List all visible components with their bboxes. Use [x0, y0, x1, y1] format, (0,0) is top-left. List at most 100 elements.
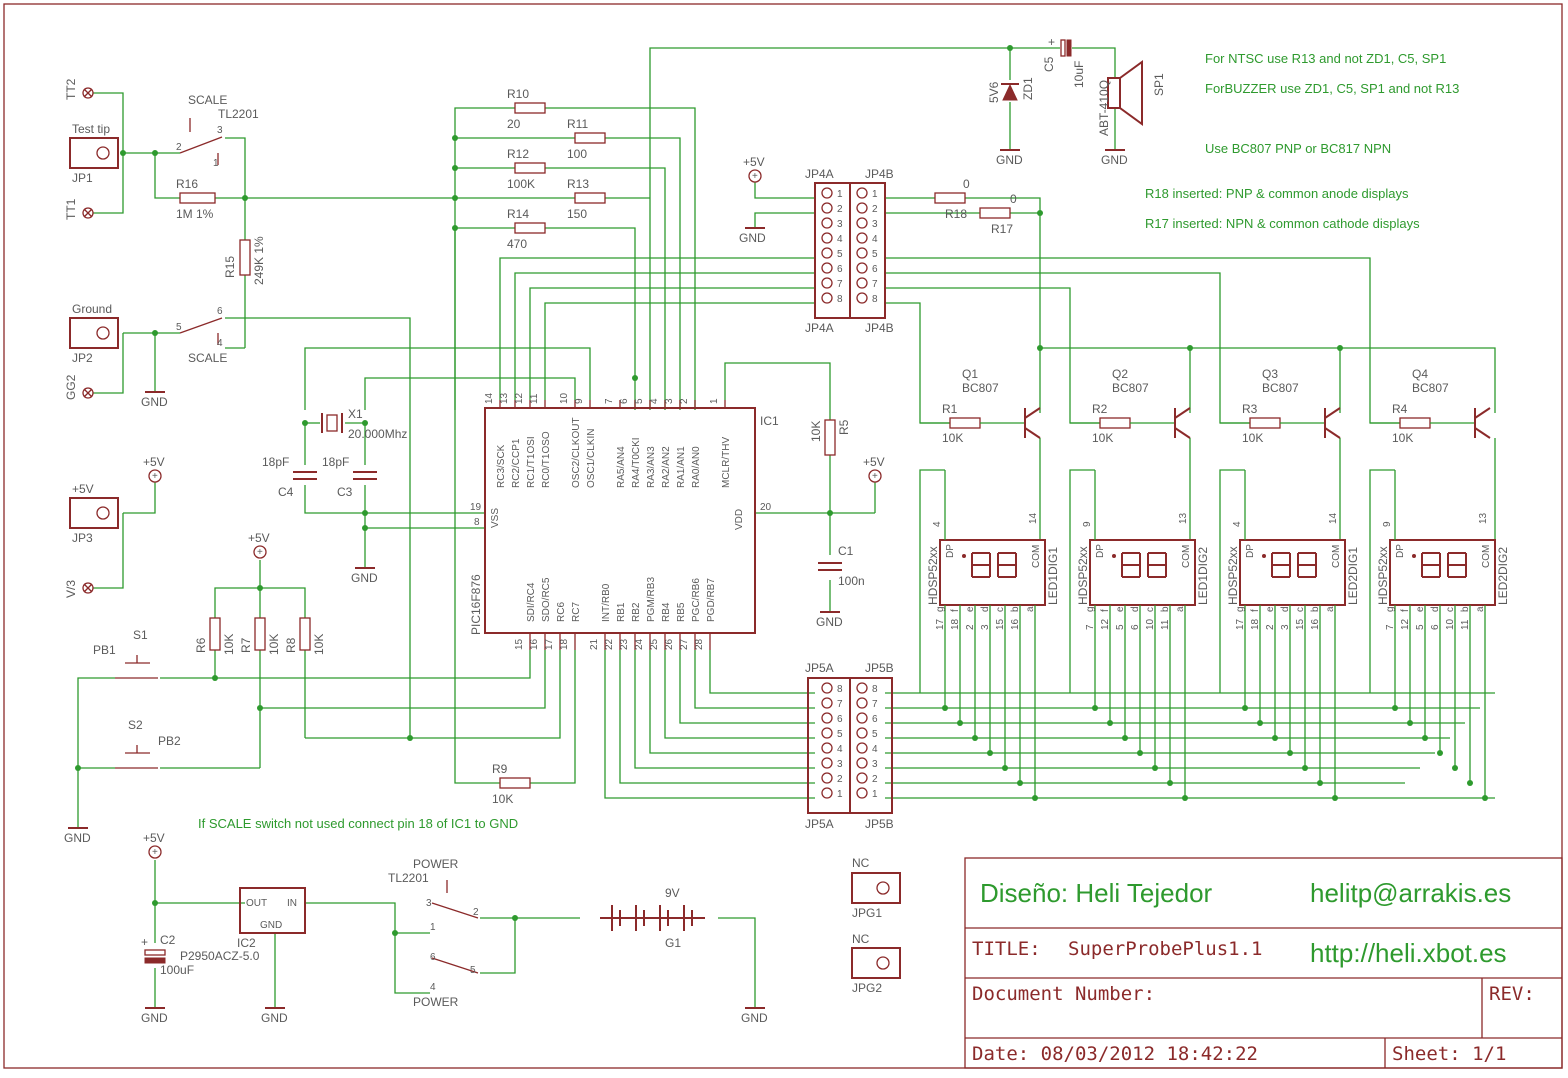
- junction-dot: [1122, 735, 1128, 741]
- display-segment-pin: 15: [1295, 618, 1306, 630]
- ic1-pin-name: RC7: [571, 602, 582, 622]
- connector-pin: [856, 742, 868, 754]
- power-pin-2: 2: [473, 907, 479, 918]
- connector-pin: [856, 697, 868, 709]
- ic1: IC1 PIC16F876 VDD VSS 20 19 8 14RC3/SCK1…: [469, 392, 779, 650]
- vcc-symbol: [253, 545, 267, 559]
- connector-pin: [821, 727, 833, 739]
- r14-body: [514, 222, 546, 234]
- wiring: [77, 47, 1496, 1008]
- tt2-point: [82, 87, 94, 99]
- vcc-plus: +: [752, 171, 758, 182]
- c2-value: 100uF: [160, 963, 194, 977]
- connector-pin-number: 5: [872, 249, 878, 260]
- gg2-label: GG2: [64, 374, 78, 400]
- seven-seg-digit: [971, 552, 991, 578]
- junction-dot: [1037, 210, 1043, 216]
- display-segment-letter: b: [1460, 606, 1471, 612]
- ic1-pin-name: RC1/T1OSI: [526, 436, 537, 488]
- display-segment-pin: 5: [1115, 624, 1126, 630]
- jp5a-label-top: JP5A: [805, 661, 834, 675]
- scale-pin-6: 6: [217, 306, 223, 317]
- display-segment-letter: e: [965, 606, 976, 612]
- junction-dot: [1002, 765, 1008, 771]
- r17-body: [979, 207, 1011, 219]
- transistor-name: Q1: [962, 367, 978, 381]
- display-segment-letter: g: [935, 606, 946, 612]
- connector-pin-number: 5: [837, 249, 843, 260]
- r5-value: 10K: [809, 421, 823, 442]
- connector-pin-number: 8: [837, 294, 843, 305]
- junction-dot: [1187, 345, 1193, 351]
- display-segment-letter: a: [1175, 606, 1186, 612]
- connector-pin: [821, 232, 833, 244]
- ic2-out-label: OUT: [246, 898, 267, 909]
- vcc-symbol: [148, 469, 162, 483]
- junction-dot: [452, 135, 458, 141]
- connector-pin: [821, 757, 833, 769]
- c2-name: C2: [160, 933, 176, 947]
- scale-label-top: SCALE: [188, 93, 227, 107]
- pb2-name: PB2: [158, 734, 181, 748]
- ic1-pin-number: 16: [529, 638, 540, 650]
- ground-label: GND: [64, 831, 91, 845]
- connector-pin: [856, 682, 868, 694]
- ic2-in-label: IN: [287, 898, 297, 909]
- ic1-pin-number: 4: [649, 398, 660, 404]
- junction-dot: [362, 525, 368, 531]
- ic1-pin-name: RA4/T0CKI: [631, 437, 642, 488]
- ic1-pin-name: PGD/RB7: [706, 578, 717, 622]
- connector-pin-number: 5: [837, 729, 843, 740]
- display-segment-pin: 16: [1310, 618, 1321, 630]
- r17-name: R17: [991, 222, 1013, 236]
- junction-dot: [452, 165, 458, 171]
- transistor-name: Q2: [1112, 367, 1128, 381]
- display-dp-label: DP: [1095, 544, 1106, 558]
- r9-body: [499, 777, 531, 789]
- ic1-pin-number: 10: [559, 392, 570, 404]
- junction-dot: [1032, 795, 1038, 801]
- ic1-pin-name: OSC2/CLKOUT: [571, 417, 582, 488]
- junction-dot: [1007, 45, 1013, 51]
- display-com-label: COM: [1181, 545, 1192, 568]
- display-dp-pin: 9: [1082, 521, 1093, 527]
- c4-name: C4: [278, 485, 294, 499]
- jp3-name: JP3: [72, 531, 93, 545]
- vcc-plus: +: [257, 547, 263, 558]
- ic1-pin-number: 26: [664, 638, 675, 650]
- display-body: [1239, 539, 1346, 606]
- r9-value: 10K: [492, 792, 513, 806]
- r18-body: [934, 192, 966, 204]
- scale-switch: SCALE TL2201 2 3 1 5 6 4 SCALE: [176, 93, 259, 365]
- connector-pin: [821, 202, 833, 214]
- connector-pin-number: 1: [872, 189, 878, 200]
- junction-dot: [1092, 705, 1098, 711]
- junction-dot: [1272, 735, 1278, 741]
- x1-name: X1: [348, 407, 363, 421]
- vcc-symbol: [148, 845, 162, 859]
- ic1-part: PIC16F876: [469, 574, 483, 635]
- connector-pin-number: 6: [837, 714, 843, 725]
- junction-dot: [1452, 765, 1458, 771]
- display-segment-pin: 12: [1400, 618, 1411, 630]
- scale-pin-2: 2: [176, 142, 182, 153]
- display-segment-letter: c: [1145, 607, 1156, 612]
- connector-pin-number: 8: [872, 294, 878, 305]
- driver-stages: R110KQ1BC807R210KQ2BC807R310KQ3BC807R410…: [920, 367, 1491, 445]
- display-segment-letter: b: [1160, 606, 1171, 612]
- ic1-pin-number: 23: [619, 638, 630, 650]
- r7-value: 10K: [267, 634, 281, 655]
- v3-label: V/3: [64, 580, 78, 598]
- display-segment-pin: 6: [1130, 624, 1141, 630]
- junction-dot: [1302, 765, 1308, 771]
- display-com-label: COM: [1331, 545, 1342, 568]
- junction-dot: [987, 750, 993, 756]
- ic2-name: IC2: [237, 936, 256, 950]
- document-number-label: Document Number:: [972, 983, 1155, 1005]
- note-r17: R17 inserted: NPN & common cathode displ…: [1145, 216, 1420, 231]
- ic1-pin-name: PGC/RB6: [691, 578, 702, 622]
- junction-dot: [1317, 780, 1323, 786]
- display-segment-letter: d: [1130, 606, 1141, 612]
